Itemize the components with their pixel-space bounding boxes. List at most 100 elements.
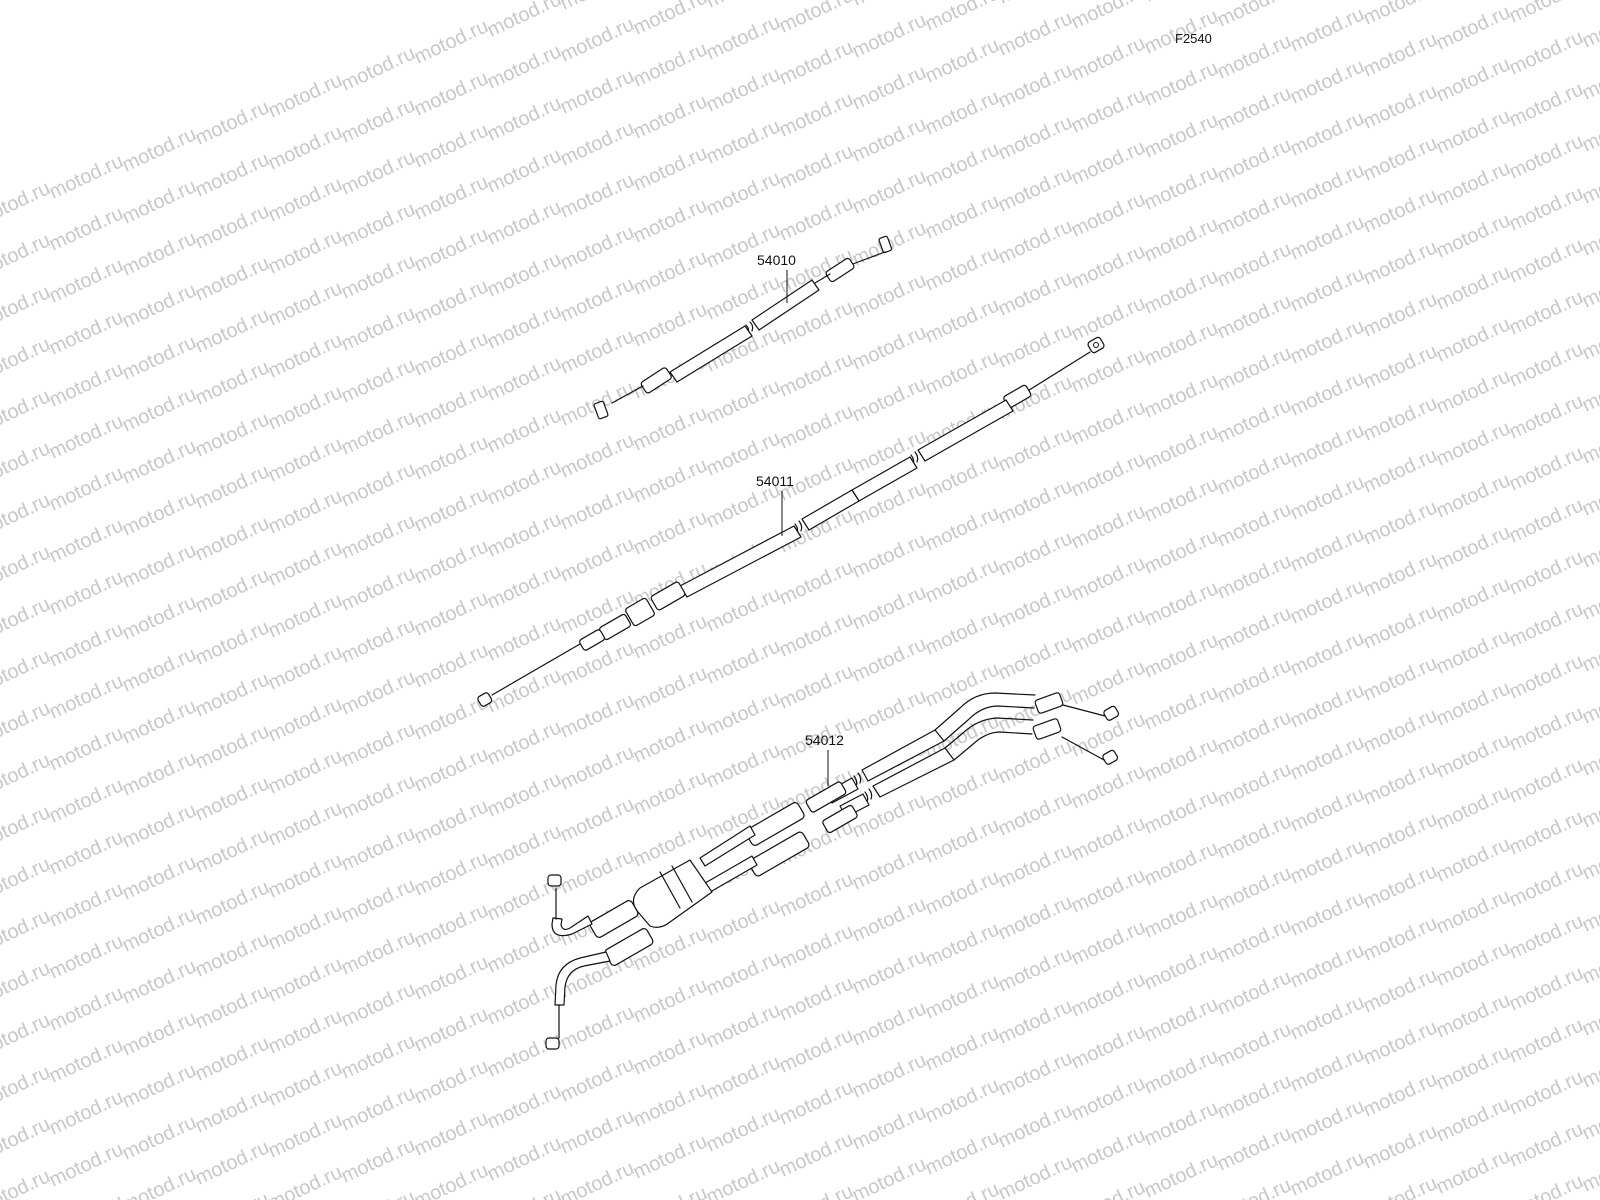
svg-text:motod.ru: motod.ru [119,1111,200,1164]
svg-text:motod.ru: motod.ru [776,36,857,89]
svg-text:motod.ru: motod.ru [119,279,200,332]
svg-text:motod.ru: motod.ru [1360,236,1441,289]
svg-text:motod.ru: motod.ru [1287,1043,1368,1096]
cable-54012[interactable] [545,692,1120,1050]
svg-text:motod.ru: motod.ru [1360,860,1441,913]
svg-text:motod.ru: motod.ru [630,818,711,871]
svg-text:motod.ru: motod.ru [630,90,711,143]
part-label-54010: 54010 [757,252,796,268]
svg-text:motod.ru: motod.ru [484,1132,565,1185]
svg-text:motod.ru: motod.ru [776,140,857,193]
svg-text:motod.ru: motod.ru [922,554,1003,607]
svg-text:motod.ru: motod.ru [1287,471,1368,524]
svg-text:motod.ru: motod.ru [630,246,711,299]
svg-text:motod.ru: motod.ru [46,1138,127,1191]
svg-text:motod.ru: motod.ru [1287,367,1368,420]
svg-text:motod.ru: motod.ru [46,774,127,827]
svg-text:motod.ru: motod.ru [1068,812,1149,865]
cable-54010[interactable] [593,235,893,420]
svg-text:motod.ru: motod.ru [849,841,930,894]
svg-text:motod.ru: motod.ru [922,1126,1003,1179]
svg-text:motod.ru: motod.ru [1214,498,1295,551]
svg-text:motod.ru: motod.ru [1433,573,1514,626]
svg-text:motod.ru: motod.ru [1214,290,1295,343]
svg-text:motod.ru: motod.ru [1433,261,1514,314]
svg-text:motod.ru: motod.ru [1287,939,1368,992]
svg-text:motod.ru: motod.ru [1506,1170,1587,1200]
svg-text:motod.ru: motod.ru [1214,0,1295,32]
svg-text:motod.ru: motod.ru [192,772,273,825]
svg-text:motod.ru: motod.ru [1506,1014,1587,1067]
svg-text:motod.ru: motod.ru [849,165,930,218]
svg-text:motod.ru: motod.ru [995,215,1076,268]
svg-text:motod.ru: motod.ru [1360,704,1441,757]
svg-text:motod.ru: motod.ru [1141,161,1222,214]
svg-text:motod.ru: motod.ru [46,878,127,931]
svg-text:motod.ru: motod.ru [1214,82,1295,135]
svg-text:motod.ru: motod.ru [265,1161,346,1200]
svg-text:motod.ru: motod.ru [1506,390,1587,443]
svg-text:motod.ru: motod.ru [776,660,857,713]
svg-text:motod.ru: motod.ru [557,1053,638,1106]
svg-text:motod.ru: motod.ru [119,227,200,280]
svg-text:motod.ru: motod.ru [995,1099,1076,1152]
svg-text:motod.ru: motod.ru [192,304,273,357]
svg-text:motod.ru: motod.ru [849,1153,930,1200]
svg-text:motod.ru: motod.ru [119,747,200,800]
svg-text:motod.ru: motod.ru [1068,396,1149,449]
svg-text:motod.ru: motod.ru [265,329,346,382]
svg-text:motod.ru: motod.ru [119,175,200,228]
svg-text:motod.ru: motod.ru [265,693,346,746]
svg-text:motod.ru: motod.ru [776,972,857,1025]
svg-text:motod.ru: motod.ru [46,826,127,879]
svg-text:motod.ru: motod.ru [557,65,638,118]
svg-text:motod.ru: motod.ru [1360,80,1441,133]
svg-text:motod.ru: motod.ru [265,849,346,902]
svg-text:motod.ru: motod.ru [1141,473,1222,526]
svg-text:motod.ru: motod.ru [484,924,565,977]
svg-text:motod.ru: motod.ru [46,618,127,671]
svg-text:motod.ru: motod.ru [1214,1018,1295,1071]
svg-text:motod.ru: motod.ru [1506,26,1587,79]
svg-text:motod.ru: motod.ru [192,564,273,617]
svg-text:motod.ru: motod.ru [1214,914,1295,967]
svg-text:motod.ru: motod.ru [922,450,1003,503]
svg-text:motod.ru: motod.ru [119,955,200,1008]
svg-text:motod.ru: motod.ru [1141,681,1222,734]
svg-text:motod.ru: motod.ru [46,150,127,203]
svg-text:motod.ru: motod.ru [265,1005,346,1058]
svg-text:motod.ru: motod.ru [1433,521,1514,574]
svg-text:motod.ru: motod.ru [1068,344,1149,397]
cable-54011[interactable] [477,336,1105,707]
svg-text:motod.ru: motod.ru [46,254,127,307]
svg-text:motod.ru: motod.ru [265,953,346,1006]
svg-text:motod.ru: motod.ru [1068,604,1149,657]
svg-text:motod.ru: motod.ru [995,631,1076,684]
svg-text:motod.ru: motod.ru [1360,912,1441,965]
svg-text:motod.ru: motod.ru [995,59,1076,112]
svg-text:motod.ru: motod.ru [338,94,419,147]
svg-text:motod.ru: motod.ru [995,319,1076,372]
svg-text:motod.ru: motod.ru [849,61,930,114]
svg-text:motod.ru: motod.ru [192,824,273,877]
svg-text:motod.ru: motod.ru [922,1178,1003,1200]
svg-text:motod.ru: motod.ru [1360,548,1441,601]
svg-text:motod.ru: motod.ru [411,587,492,640]
svg-text:motod.ru: motod.ru [1287,1147,1368,1200]
svg-text:motod.ru: motod.ru [46,306,127,359]
svg-text:motod.ru: motod.ru [411,119,492,172]
svg-text:motod.ru: motod.ru [1068,1072,1149,1125]
svg-text:motod.ru: motod.ru [192,200,273,253]
svg-text:motod.ru: motod.ru [995,995,1076,1048]
svg-text:motod.ru: motod.ru [1068,500,1149,553]
svg-text:motod.ru: motod.ru [411,1055,492,1108]
svg-text:motod.ru: motod.ru [1360,496,1441,549]
svg-text:motod.ru: motod.ru [630,0,711,40]
svg-text:motod.ru: motod.ru [119,1059,200,1112]
svg-text:motod.ru: motod.ru [1141,577,1222,630]
svg-text:motod.ru: motod.ru [338,250,419,303]
svg-text:motod.ru: motod.ru [1214,1070,1295,1123]
svg-text:motod.ru: motod.ru [995,1047,1076,1100]
svg-text:motod.ru: motod.ru [1068,916,1149,969]
svg-text:motod.ru: motod.ru [1360,340,1441,393]
